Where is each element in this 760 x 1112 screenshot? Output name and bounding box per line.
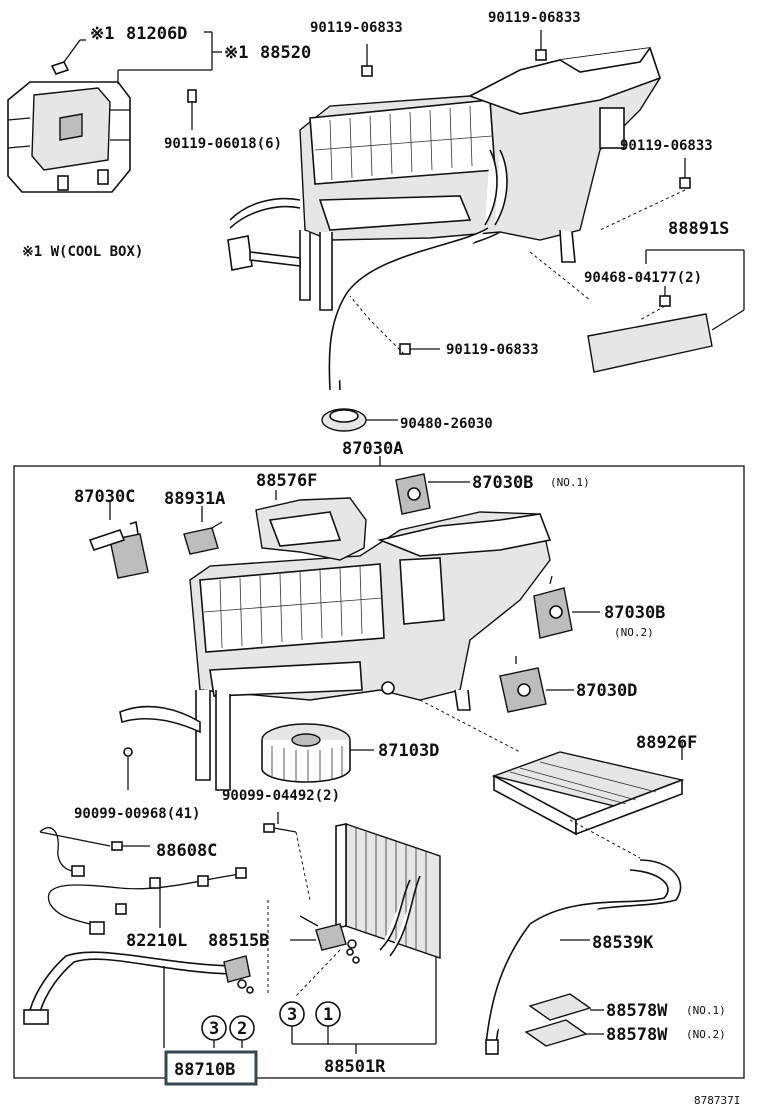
callout-3a: 3 bbox=[209, 1019, 219, 1039]
label-88578W-no1-note: (NO.1) bbox=[686, 1004, 726, 1017]
servo-87030B-no1-illustration bbox=[395, 473, 436, 515]
label-88710B: 88710B bbox=[174, 1060, 235, 1080]
label-88926F: 88926F bbox=[636, 733, 697, 753]
servo-87030B-no2-illustration bbox=[533, 575, 573, 639]
label-87030B-no2-note: (NO.2) bbox=[614, 626, 654, 639]
cover-plate-88891S-illustration bbox=[587, 313, 713, 373]
label-87030A: 87030A bbox=[342, 439, 403, 459]
label-90119-06833-d: 90119-06833 bbox=[446, 342, 539, 358]
screw-90119-06833-d-illustration bbox=[399, 343, 440, 355]
label-87030B-no1-note: (NO.1) bbox=[550, 476, 590, 489]
screw-90468-04177-illustration bbox=[659, 295, 671, 307]
label-88608C: 88608C bbox=[156, 841, 217, 861]
label-88578W-no2-note: (NO.2) bbox=[686, 1028, 726, 1041]
o-rings-88501R-illustration bbox=[346, 948, 360, 964]
screw-90119-06833-c-illustration bbox=[679, 158, 691, 189]
label-90480-26030: 90480-26030 bbox=[400, 416, 493, 432]
evaporator-88501R-illustration bbox=[335, 823, 441, 959]
label-87103D: 87103D bbox=[378, 741, 439, 761]
label-88891S: 88891S bbox=[668, 219, 729, 239]
label-87030C: 87030C bbox=[74, 487, 135, 507]
label-88578W-no2: 88578W bbox=[606, 1025, 668, 1045]
label-90099-04492: 90099-04492(2) bbox=[222, 788, 340, 804]
label-88515B: 88515B bbox=[208, 931, 269, 951]
sensor-87030C-illustration bbox=[88, 520, 149, 579]
label-88501R: 88501R bbox=[324, 1057, 386, 1077]
highlight-box-88710B bbox=[164, 1050, 258, 1086]
label-90099-00968: 90099-00968(41) bbox=[74, 806, 200, 822]
screw-90099-04492-illustration bbox=[263, 823, 297, 833]
callout-2: 2 bbox=[237, 1019, 247, 1039]
filter-88926F-illustration bbox=[491, 751, 685, 836]
unit-87030A-main-illustration bbox=[119, 511, 552, 791]
drain-hose-88539K-illustration bbox=[485, 859, 682, 1055]
label-88931A: 88931A bbox=[164, 489, 225, 509]
blower-motor-87103D-illustration bbox=[261, 723, 351, 783]
screw-90099-00968-illustration bbox=[123, 747, 133, 778]
bolt-90119-06018-illustration bbox=[187, 89, 197, 118]
label-82210L: 82210L bbox=[126, 931, 187, 951]
label-90119-06018: 90119-06018(6) bbox=[164, 136, 282, 152]
servo-87030D-illustration bbox=[499, 656, 547, 713]
label-88520: 88520 bbox=[260, 43, 311, 63]
callout-3b: 3 bbox=[287, 1005, 297, 1025]
footer-diagram-id: 878737I bbox=[694, 1094, 740, 1107]
label-87030D: 87030D bbox=[576, 681, 637, 701]
label-88578W-no1: 88578W bbox=[606, 1001, 668, 1021]
o-rings-88710B-illustration bbox=[237, 979, 254, 994]
circle-callout-3a bbox=[201, 1015, 227, 1041]
sensor-88931A-illustration bbox=[183, 521, 223, 555]
label-90119-06833-a: 90119-06833 bbox=[310, 20, 403, 36]
note-symbol-2: ※1 bbox=[224, 43, 248, 63]
screw-90119-06833-a-illustration bbox=[361, 44, 373, 77]
circle-callout-3b bbox=[279, 1001, 305, 1027]
label-88539K: 88539K bbox=[592, 933, 654, 953]
label-88576F: 88576F bbox=[256, 471, 317, 491]
label-87030B-no2: 87030B bbox=[604, 603, 665, 623]
seal-88578W-no2-illustration bbox=[524, 1019, 588, 1047]
label-87030B-no1: 87030B bbox=[472, 473, 533, 493]
seal-88578W-no1-illustration bbox=[528, 993, 592, 1021]
label-90468-04177: 90468-04177(2) bbox=[584, 270, 702, 286]
assembly-87030A-frame bbox=[13, 465, 745, 1079]
screw-90119-06833-b-illustration bbox=[535, 30, 547, 61]
label-90119-06833-b: 90119-06833 bbox=[488, 10, 581, 26]
label-90119-06833-c: 90119-06833 bbox=[620, 138, 713, 154]
wire-harness-82210L-illustration bbox=[47, 867, 247, 935]
label-81206D: 81206D bbox=[126, 24, 187, 44]
drain-hose-illustration bbox=[328, 227, 501, 391]
circle-callout-2 bbox=[229, 1015, 255, 1041]
circle-callout-1 bbox=[315, 1001, 341, 1027]
clip-81206D-illustration bbox=[50, 61, 70, 75]
harness-88608C-illustration bbox=[39, 827, 123, 877]
grommet-90480-26030-illustration bbox=[321, 408, 367, 432]
heater-unit-assembly-top-illustration bbox=[227, 47, 662, 311]
pipe-88710B-illustration bbox=[23, 951, 251, 1025]
callout-1: 1 bbox=[323, 1005, 333, 1025]
cool-box-amplifier-illustration bbox=[7, 81, 131, 193]
note-text-cool-box: ※1 W(COOL BOX) bbox=[22, 244, 143, 260]
valve-88515B-illustration bbox=[299, 915, 357, 951]
note-symbol-1: ※1 bbox=[90, 24, 114, 44]
duct-88576F-illustration bbox=[255, 497, 367, 561]
